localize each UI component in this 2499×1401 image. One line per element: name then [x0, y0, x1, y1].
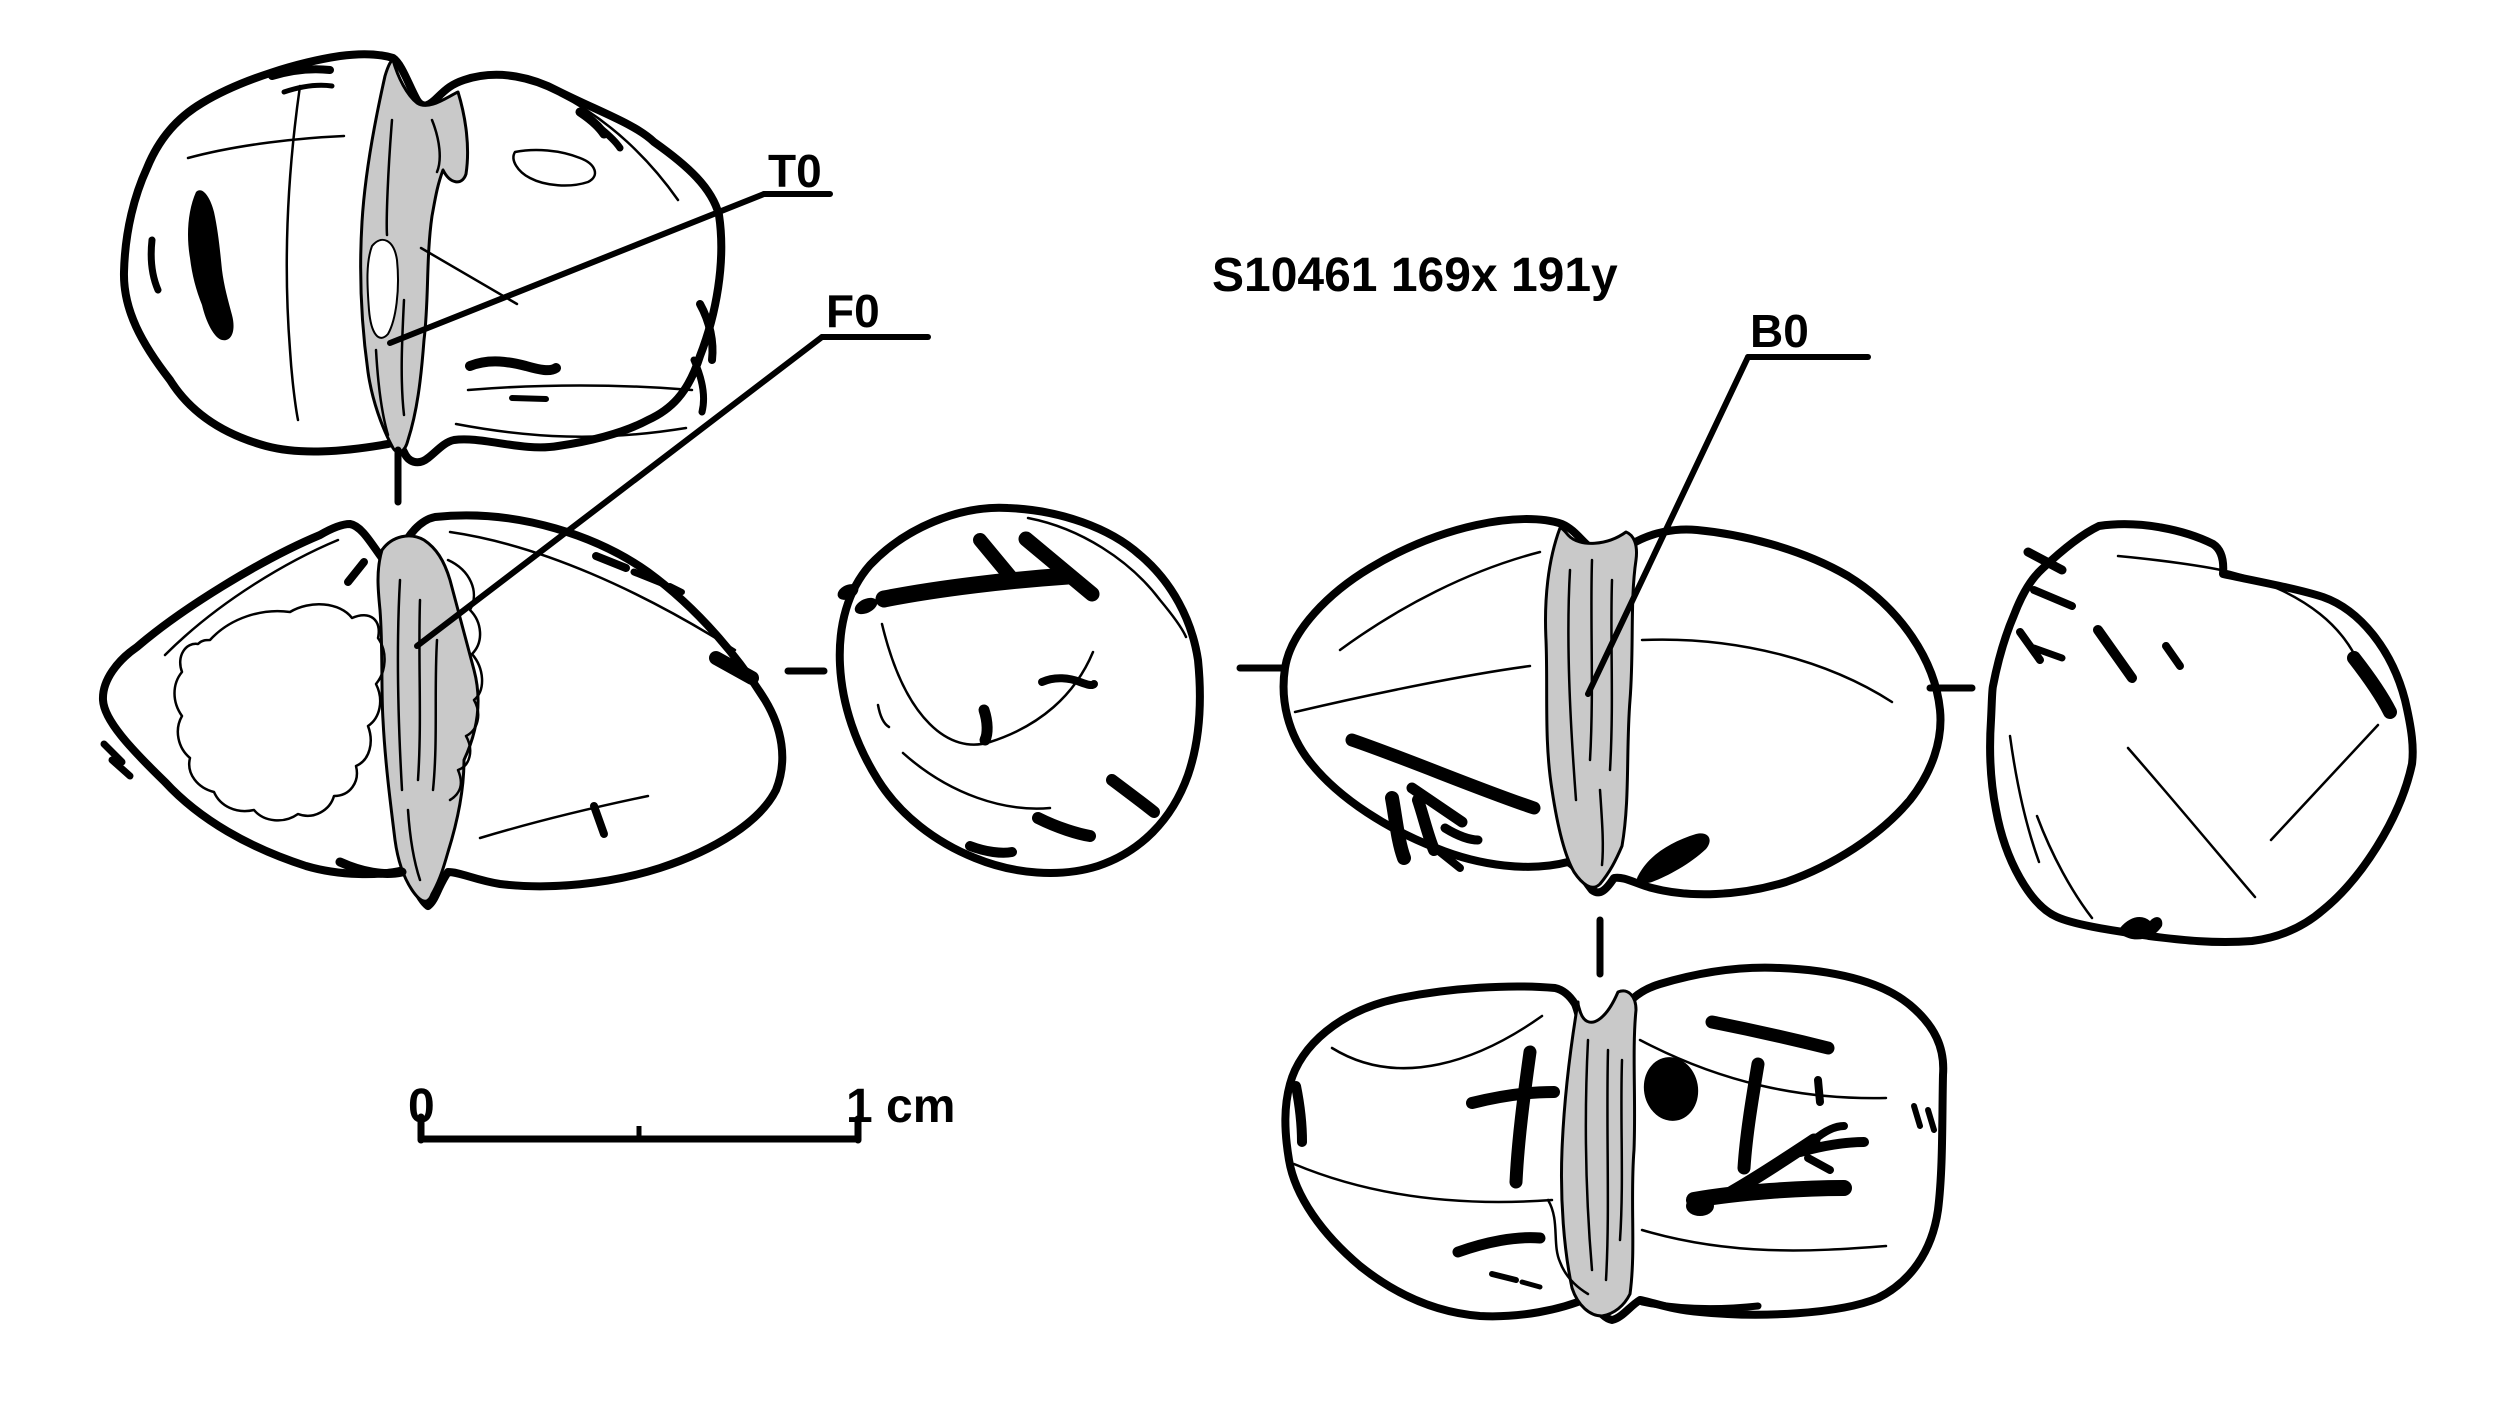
residue-blob [1636, 833, 1710, 884]
artifact-front-view [99, 511, 787, 910]
artifact-left-profile-view [835, 503, 1204, 877]
callout-t0: T0 [387, 145, 833, 346]
groove-band [1559, 989, 1638, 1318]
artifact-back-view [1279, 515, 1945, 899]
groove-cortex-island [366, 238, 399, 339]
artifact-top-view [119, 50, 726, 467]
leader-line-b0 [1585, 354, 1751, 697]
scale-bar-one-cm: 1 cm [846, 1080, 955, 1133]
scale-bar-zero: 0 [408, 1080, 435, 1133]
label-t0: T0 [768, 145, 822, 197]
pebble-outline [1986, 520, 2417, 947]
groove-band [376, 534, 480, 903]
residue-blob [2119, 916, 2163, 940]
label-f0: F0 [826, 285, 880, 337]
artifact-bottom-view [1281, 963, 1948, 1324]
residue-blob [1643, 1057, 1699, 1121]
pebble-outline [835, 503, 1204, 877]
leader-line-t0 [387, 191, 767, 346]
artifact-right-profile-view [1986, 520, 2417, 947]
leader-line-f0 [414, 334, 825, 649]
residue-blob [188, 190, 234, 341]
callout-f0: F0 [414, 285, 931, 649]
scale-bar: 0 1 cm [408, 1080, 955, 1144]
specimen-id: S10461 169x 191y [1212, 249, 1618, 302]
label-b0: B0 [1750, 305, 1809, 357]
cortex-patch [173, 603, 386, 822]
callout-b0: B0 [1585, 305, 1871, 697]
